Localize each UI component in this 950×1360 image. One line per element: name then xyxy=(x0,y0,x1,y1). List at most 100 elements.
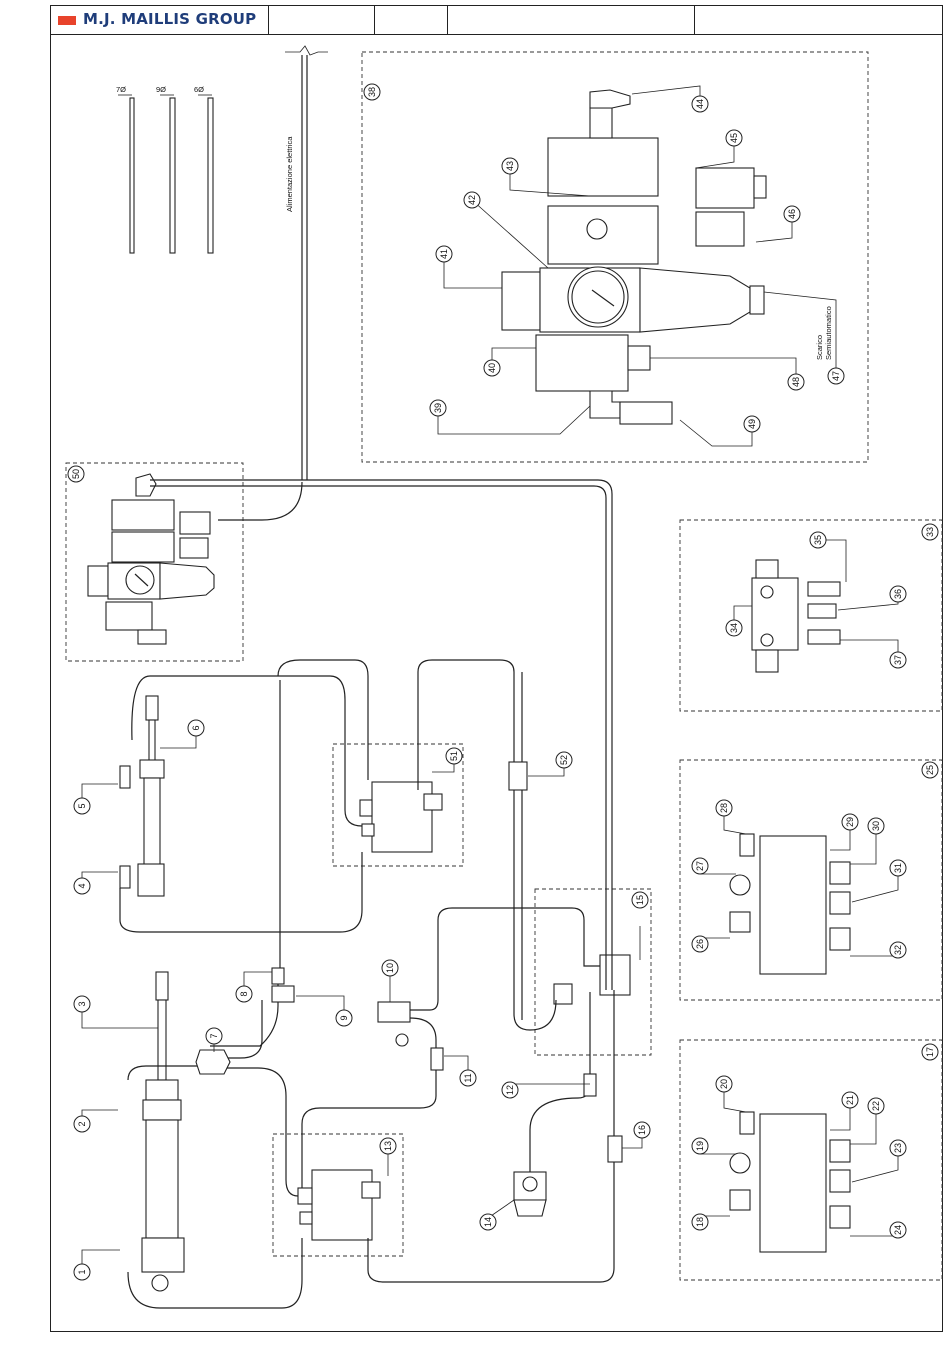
callout-44: 44 xyxy=(692,96,708,112)
callout-33: 33 xyxy=(922,524,938,540)
callout-1: 1 xyxy=(74,1264,90,1280)
callout-7: 7 xyxy=(206,1028,222,1044)
callout-number: 1 xyxy=(77,1269,87,1274)
callout-42: 42 xyxy=(464,192,480,208)
callout-15: 15 xyxy=(632,892,648,908)
callout-23: 23 xyxy=(890,1140,906,1156)
callout-28: 28 xyxy=(716,800,732,816)
callout-number: 30 xyxy=(871,821,881,831)
valve-detail-25 xyxy=(730,834,850,974)
callout-38: 38 xyxy=(364,84,380,100)
callout-number: 38 xyxy=(367,87,377,97)
callout-2: 2 xyxy=(74,1116,90,1132)
callout-51: 51 xyxy=(446,748,462,764)
callout-14: 14 xyxy=(480,1214,496,1230)
callout-number: 29 xyxy=(845,817,855,827)
cylinder-upper xyxy=(120,696,164,896)
drain-label-2: Semiautomatico xyxy=(824,306,833,360)
switch-10 xyxy=(378,1002,410,1046)
callout-41: 41 xyxy=(436,246,452,262)
callout-37: 37 xyxy=(890,652,906,668)
callout-number: 41 xyxy=(439,249,449,259)
callout-6: 6 xyxy=(188,720,204,736)
tube-dia-9-label: 9Ø xyxy=(156,85,166,94)
callout-19: 19 xyxy=(692,1138,708,1154)
callout-43: 43 xyxy=(502,158,518,174)
callout-27: 27 xyxy=(692,858,708,874)
tube-dia-7-label: 7Ø xyxy=(116,85,126,94)
callout-number: 40 xyxy=(487,363,497,373)
tube-dia-6-label: 6Ø xyxy=(194,85,204,94)
callout-number: 37 xyxy=(893,655,903,665)
callout-number: 11 xyxy=(463,1073,473,1082)
callout-number: 13 xyxy=(383,1141,393,1151)
group-box-15 xyxy=(535,889,651,1055)
callout-layer: 1234567891011121314151617181920212223242… xyxy=(68,84,938,1280)
callout-number: 46 xyxy=(787,209,797,219)
callout-52: 52 xyxy=(556,752,572,768)
callout-30: 30 xyxy=(868,818,884,834)
callout-number: 25 xyxy=(925,765,935,775)
callout-8: 8 xyxy=(236,986,252,1002)
callout-number: 3 xyxy=(77,1001,87,1006)
callout-number: 15 xyxy=(635,895,645,905)
callout-number: 10 xyxy=(385,963,395,973)
callout-31: 31 xyxy=(890,860,906,876)
callout-number: 5 xyxy=(77,803,87,808)
callout-number: 19 xyxy=(695,1141,705,1151)
callout-34: 34 xyxy=(726,620,742,636)
callout-number: 8 xyxy=(239,991,249,996)
callout-number: 39 xyxy=(433,403,443,413)
drain-label-1: Scarico xyxy=(815,335,824,360)
callout-number: 32 xyxy=(893,945,903,955)
callout-number: 18 xyxy=(695,1217,705,1227)
callout-number: 20 xyxy=(719,1079,729,1089)
callout-number: 45 xyxy=(729,133,739,143)
callout-20: 20 xyxy=(716,1076,732,1092)
callout-21: 21 xyxy=(842,1092,858,1108)
callout-29: 29 xyxy=(842,814,858,830)
callout-50: 50 xyxy=(68,466,84,482)
callout-17: 17 xyxy=(922,1044,938,1060)
power-cable xyxy=(285,46,328,480)
frl-unit-small xyxy=(88,474,214,644)
callout-number: 52 xyxy=(559,755,569,765)
callout-number: 35 xyxy=(813,535,823,545)
tube-samples xyxy=(118,95,213,253)
callout-number: 21 xyxy=(845,1095,855,1105)
callout-number: 34 xyxy=(729,623,739,633)
callout-49: 49 xyxy=(744,416,760,432)
callout-number: 47 xyxy=(831,371,841,381)
callout-number: 33 xyxy=(925,527,935,537)
callout-number: 36 xyxy=(893,589,903,599)
callout-number: 17 xyxy=(925,1047,935,1057)
callout-35: 35 xyxy=(810,532,826,548)
callout-16: 16 xyxy=(634,1122,650,1138)
callout-number: 48 xyxy=(791,377,801,387)
callout-10: 10 xyxy=(382,960,398,976)
callout-number: 27 xyxy=(695,861,705,871)
callout-number: 12 xyxy=(505,1085,515,1095)
callout-number: 6 xyxy=(191,725,201,730)
callout-24: 24 xyxy=(890,1222,906,1238)
callout-number: 49 xyxy=(747,419,757,429)
callout-39: 39 xyxy=(430,400,446,416)
callout-3: 3 xyxy=(74,996,90,1012)
callout-45: 45 xyxy=(726,130,742,146)
callout-number: 50 xyxy=(71,469,81,479)
callout-number: 16 xyxy=(637,1125,647,1135)
callout-25: 25 xyxy=(922,762,938,778)
callout-number: 42 xyxy=(467,195,477,205)
callout-number: 7 xyxy=(209,1033,219,1038)
callout-22: 22 xyxy=(868,1098,884,1114)
callout-46: 46 xyxy=(784,206,800,222)
power-supply-label: Alimentazione elettrica xyxy=(285,136,294,212)
callout-47: 47 xyxy=(828,368,844,384)
valve-51 xyxy=(360,782,442,852)
callout-36: 36 xyxy=(890,586,906,602)
callout-4: 4 xyxy=(74,878,90,894)
callout-32: 32 xyxy=(890,942,906,958)
manifold-33 xyxy=(752,560,840,672)
pressure-switch-14 xyxy=(514,1172,546,1216)
